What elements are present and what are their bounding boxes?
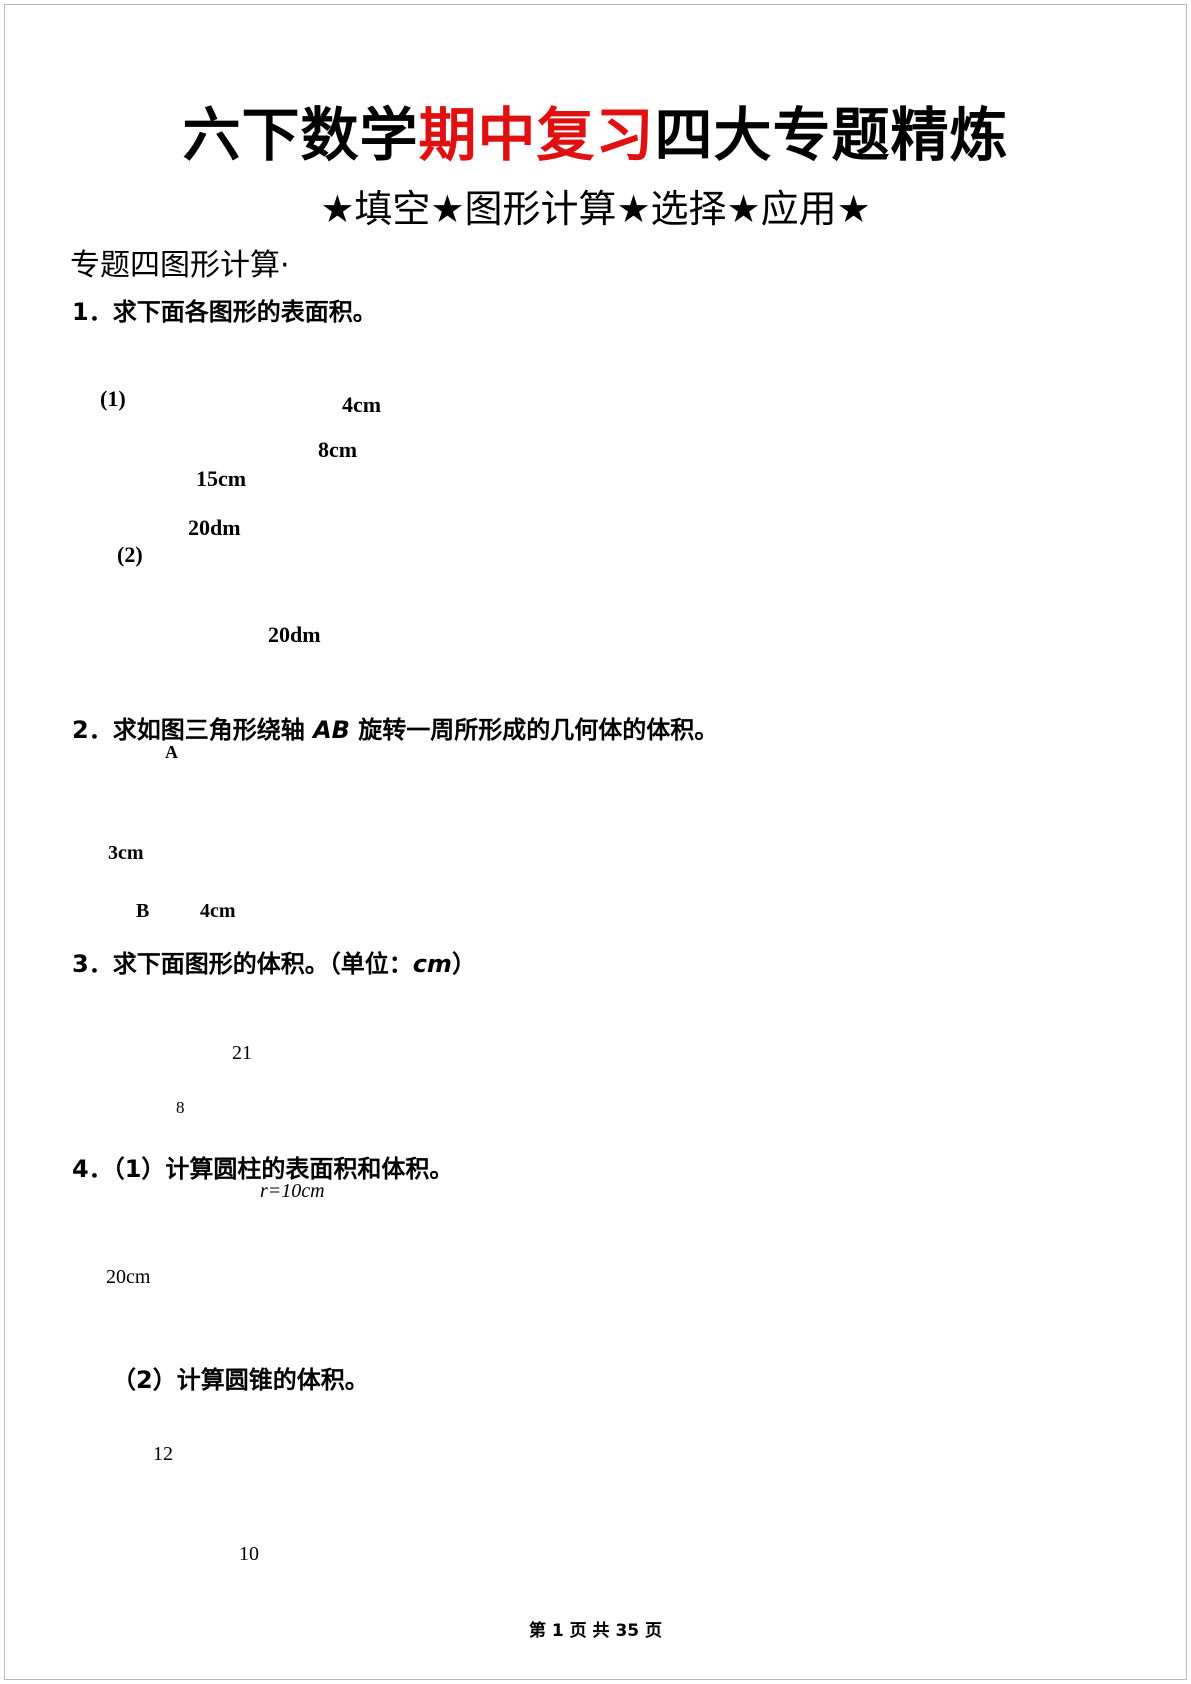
- cylinder-radius-label: r=10cm: [260, 1180, 325, 1202]
- cylinder-height-label: 20dm: [268, 622, 321, 647]
- q3-text-after: ）: [451, 950, 476, 978]
- cylinder-diameter-label: 20dm: [188, 515, 241, 540]
- page-title: 六下数学期中复习四大专题精炼: [0, 88, 1191, 172]
- cone-radius-label: 8: [176, 1098, 185, 1117]
- question-3: 3．求下面图形的体积。（单位：cm）: [72, 944, 476, 979]
- fig1-label: (1): [100, 386, 126, 411]
- title-part1: 六下数学: [182, 101, 419, 169]
- page-border: [4, 4, 1187, 1680]
- cylinder2-height-label: 20cm: [106, 1266, 151, 1288]
- question-1: 1．求下面各图形的表面积。: [72, 298, 377, 326]
- box-width-label: 8cm: [318, 437, 358, 462]
- cone-height-label: 21: [232, 1042, 252, 1064]
- page-footer: 第 1 页 共 35 页: [528, 1621, 663, 1641]
- title-part2: 四大专题精炼: [654, 101, 1009, 169]
- triangle-base-label: 4cm: [200, 900, 236, 922]
- subtitle: ★填空★图形计算★选择★应用★: [320, 187, 871, 231]
- cone2-diameter-label: 10: [236, 1543, 262, 1566]
- point-b: B: [136, 900, 150, 922]
- point-a: A: [165, 742, 178, 762]
- box-height-label: 4cm: [342, 392, 382, 417]
- q2-text-after: 旋转一周所形成的几何体的体积。: [349, 716, 719, 744]
- title-highlight: 期中复习: [418, 101, 655, 169]
- box-length-label: 15cm: [196, 466, 247, 491]
- section-label: 专题四图形计算·: [70, 248, 290, 283]
- q3-text: 3．求下面图形的体积。（单位：: [72, 950, 413, 978]
- q2-text: 2．求如图三角形绕轴: [72, 716, 314, 744]
- question-2: 2．求如图三角形绕轴 AB 旋转一周所形成的几何体的体积。: [72, 710, 718, 745]
- q2-axis: AB: [313, 716, 350, 744]
- question-4-part2: （2）计算圆锥的体积。: [112, 1366, 369, 1394]
- triangle-side-label: 3cm: [108, 842, 144, 864]
- q3-unit: cm: [412, 950, 452, 978]
- question-4-part1: 4．（1）计算圆柱的表面积和体积。: [72, 1155, 454, 1183]
- cone2-height-label: 12: [153, 1443, 173, 1465]
- fig2-label: (2): [117, 542, 143, 567]
